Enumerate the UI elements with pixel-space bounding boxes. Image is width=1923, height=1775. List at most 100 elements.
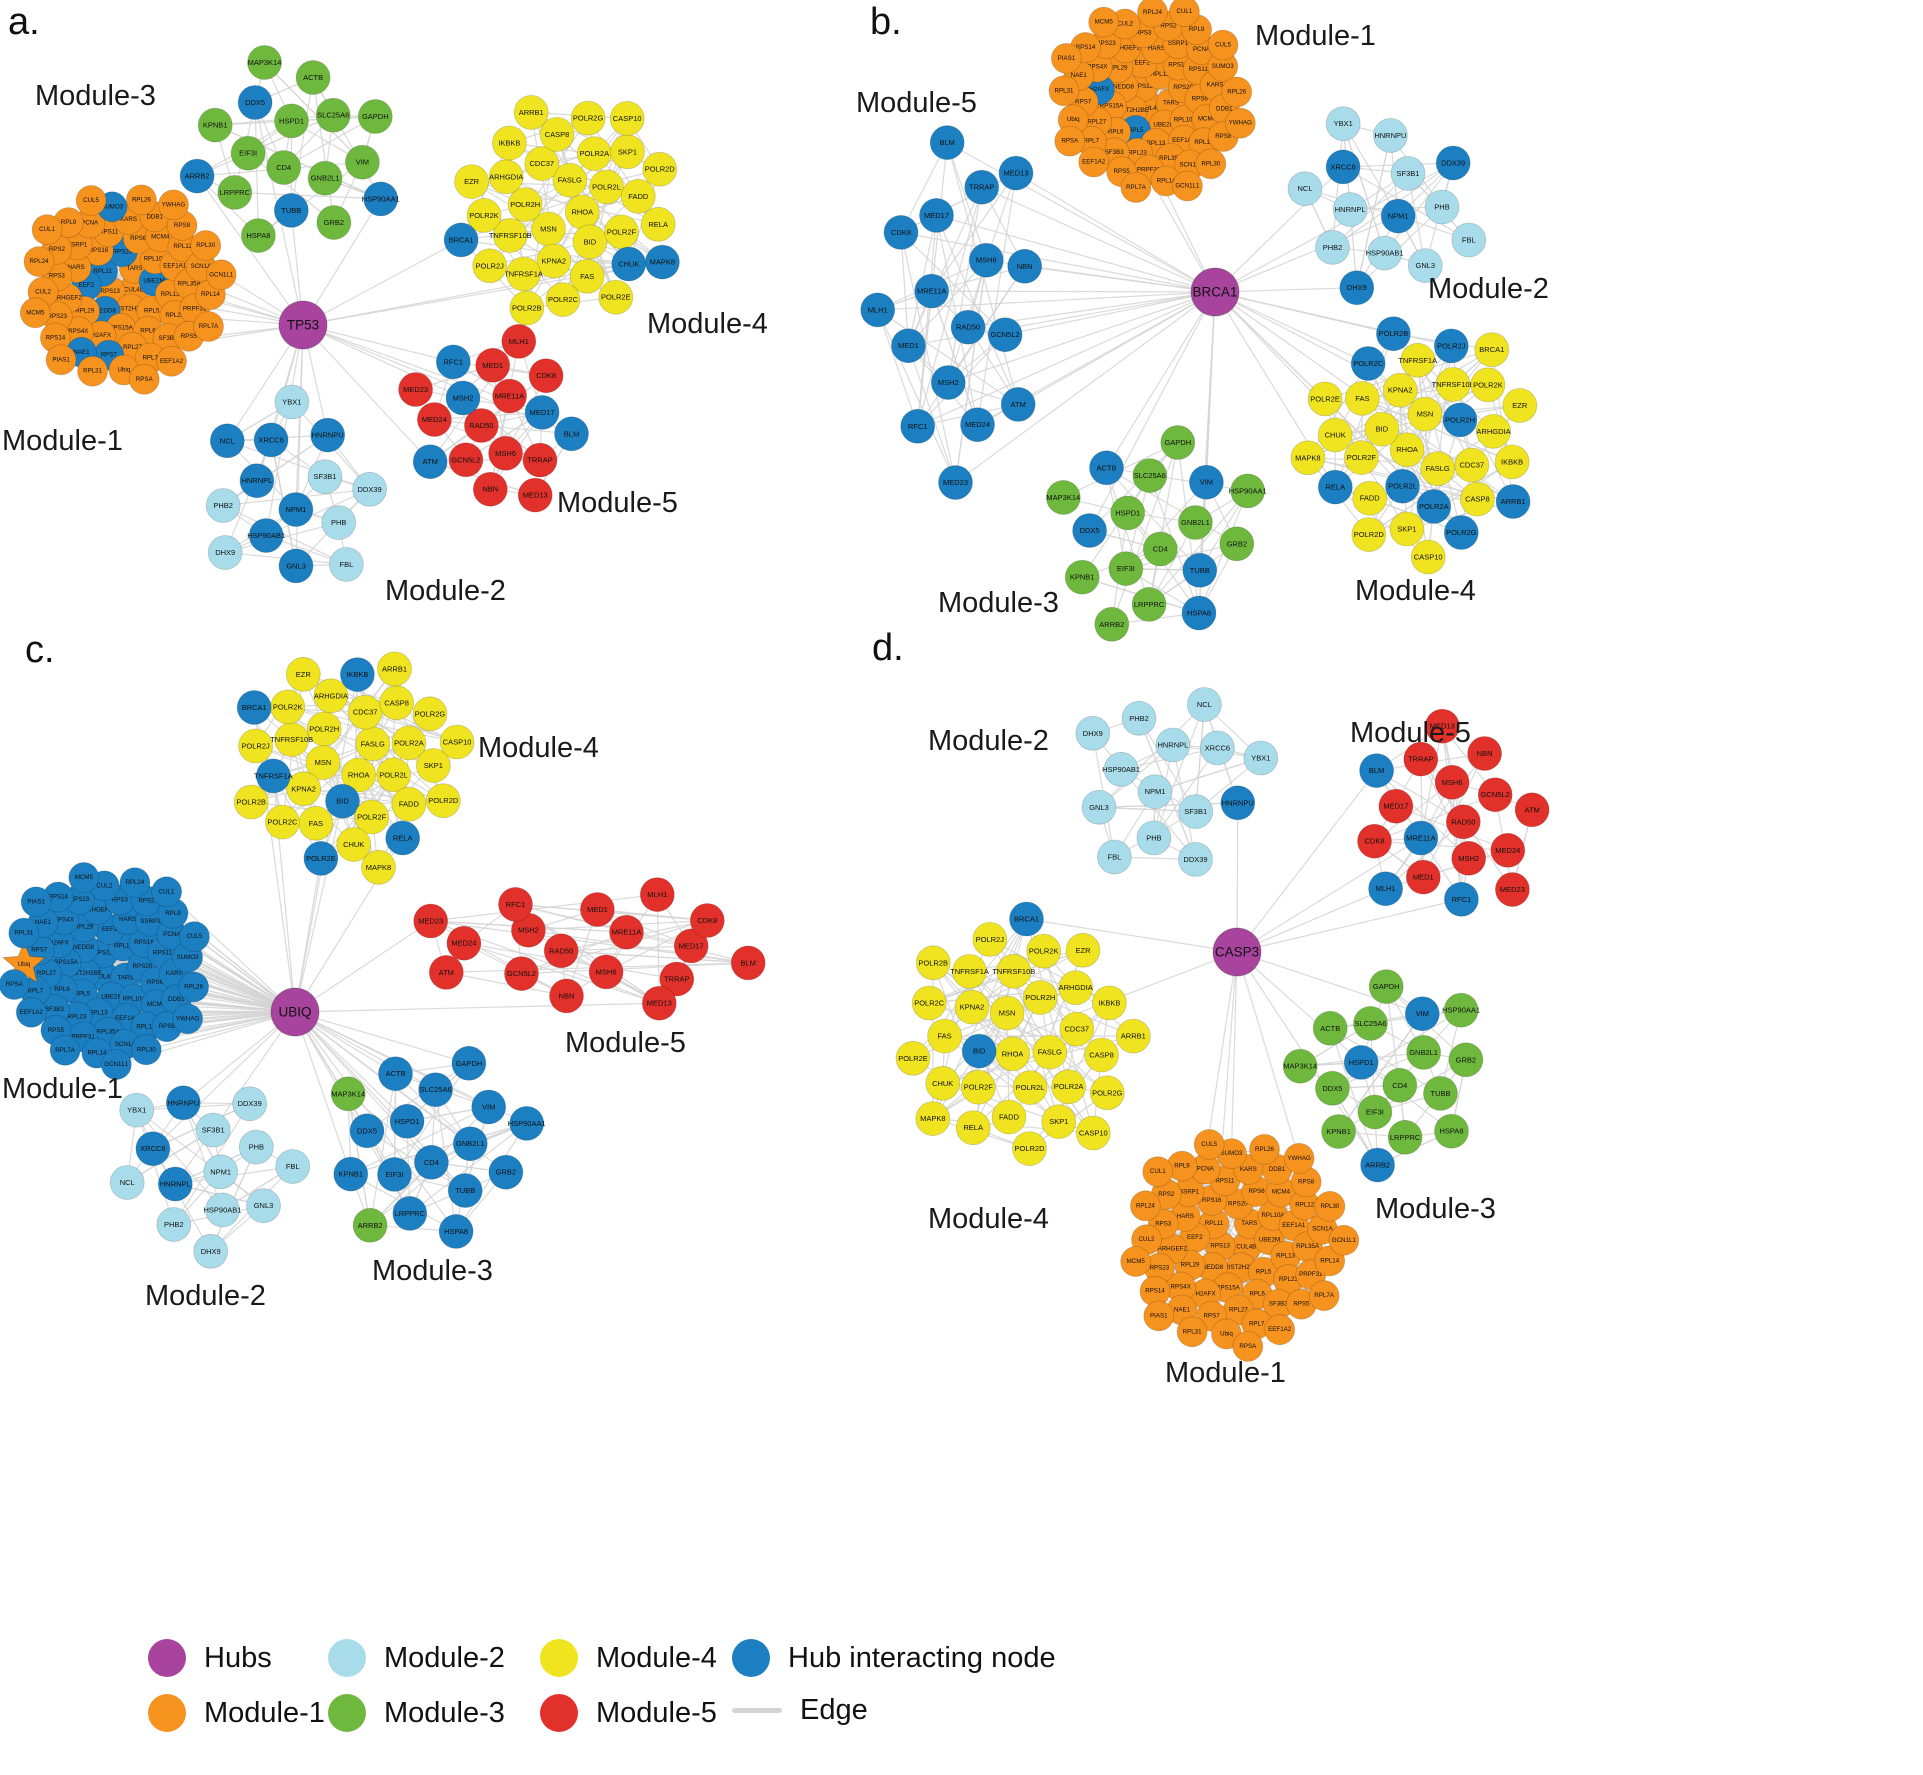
- node-casp8[interactable]: CASP8: [1460, 481, 1495, 517]
- node-sf3b1[interactable]: SF3B1: [195, 1112, 231, 1148]
- node-ddx5[interactable]: DDX5: [237, 85, 273, 120]
- node-trrap[interactable]: TRRAP: [964, 169, 1000, 205]
- node-phb2[interactable]: PHB2: [205, 488, 241, 523]
- node-grb2[interactable]: GRB2: [316, 205, 352, 240]
- node-arrb2[interactable]: ARRB2: [352, 1207, 388, 1243]
- node-polr2j[interactable]: POLR2J: [1433, 328, 1469, 364]
- node-rpl31[interactable]: RPL31: [1176, 1316, 1208, 1348]
- node-ddx5[interactable]: DDX5: [349, 1113, 385, 1149]
- node-arrb1[interactable]: ARRB1: [513, 95, 549, 130]
- node-cdc37[interactable]: CDC37: [1454, 447, 1490, 483]
- node-vim[interactable]: VIM: [1189, 464, 1224, 500]
- node-polr2a[interactable]: POLR2A: [1051, 1069, 1086, 1105]
- node-rpl24[interactable]: RPL24: [1137, 0, 1168, 28]
- node-mre11a[interactable]: MRE11A: [1403, 820, 1439, 856]
- node-gcn1l1[interactable]: GCN1L1: [1328, 1224, 1360, 1256]
- node-hnrnpu[interactable]: HNRNPU: [310, 417, 346, 453]
- node-msh6[interactable]: MSH6: [1434, 764, 1470, 800]
- node-arrb1[interactable]: ARRB1: [1495, 484, 1531, 519]
- node-gcn1l1[interactable]: GCN1L1: [100, 1049, 132, 1080]
- node-med17[interactable]: MED17: [673, 928, 709, 964]
- node-gnb2l1[interactable]: GNB2L1: [307, 160, 343, 196]
- node-pias1[interactable]: PIAS1: [1143, 1300, 1175, 1332]
- node-phb[interactable]: PHB: [1136, 820, 1172, 856]
- node-med13[interactable]: MED13: [517, 477, 553, 513]
- node-dhx9[interactable]: DHX9: [1075, 715, 1111, 751]
- node-bid[interactable]: BID: [961, 1033, 997, 1069]
- node-rpl26[interactable]: RPL26: [178, 971, 210, 1003]
- node-vim[interactable]: VIM: [471, 1089, 507, 1125]
- node-arhgdia[interactable]: ARHGDIA: [1476, 413, 1511, 449]
- node-rad50[interactable]: RAD50: [1445, 804, 1481, 840]
- node-casp8[interactable]: CASP8: [1084, 1037, 1119, 1073]
- node-polr2j[interactable]: POLR2J: [472, 248, 508, 284]
- node-polr2c[interactable]: POLR2C: [911, 985, 947, 1021]
- node-mcm5[interactable]: MCM5: [19, 297, 51, 329]
- node-trrap[interactable]: TRRAP: [522, 442, 558, 478]
- node-ywhag[interactable]: YWHAG: [158, 189, 189, 221]
- node-ywhag[interactable]: YWHAG: [1224, 107, 1256, 139]
- node-blm[interactable]: BLM: [929, 125, 965, 161]
- node-tubb[interactable]: TUBB: [447, 1173, 483, 1208]
- node-gnb2l1[interactable]: GNB2L1: [1406, 1035, 1441, 1070]
- node-phb2[interactable]: PHB2: [1315, 229, 1350, 265]
- node-ezr[interactable]: EZR: [285, 656, 321, 692]
- node-ezr[interactable]: EZR: [454, 164, 490, 200]
- node-fbl[interactable]: FBL: [1097, 839, 1132, 875]
- node-rpl30[interactable]: RPL30: [1314, 1191, 1346, 1222]
- node-kpna2[interactable]: KPNA2: [536, 243, 572, 279]
- node-med17[interactable]: MED17: [1378, 788, 1414, 824]
- node-msh2[interactable]: MSH2: [930, 365, 966, 400]
- node-slc25a6[interactable]: SLC25A6: [1132, 458, 1168, 494]
- node-kpnb1[interactable]: KPNB1: [197, 107, 233, 143]
- node-polr2b[interactable]: POLR2B: [915, 945, 951, 981]
- node-fas[interactable]: FAS: [927, 1018, 962, 1054]
- node-gapdh[interactable]: GAPDH: [1160, 425, 1196, 460]
- node-rad50[interactable]: RAD50: [950, 309, 986, 345]
- node-kpna2[interactable]: KPNA2: [954, 989, 990, 1025]
- node-ddx5[interactable]: DDX5: [1072, 513, 1107, 548]
- hub-node-brca1[interactable]: BRCA1: [1190, 267, 1240, 317]
- node-med24[interactable]: MED24: [960, 407, 995, 443]
- node-pias1[interactable]: PIAS1: [1051, 43, 1082, 74]
- node-eif3i[interactable]: EIF3I: [230, 135, 266, 171]
- node-chuk[interactable]: CHUK: [611, 246, 647, 282]
- node-polr2j[interactable]: POLR2J: [238, 728, 274, 764]
- node-nbn[interactable]: NBN: [549, 978, 584, 1014]
- hub-node-casp3[interactable]: CASP3: [1212, 927, 1262, 977]
- node-hspa8[interactable]: HSPA8: [240, 218, 276, 254]
- node-hsp90aa1[interactable]: HSP90AA1: [1229, 473, 1267, 509]
- node-casp10[interactable]: CASP10: [1410, 539, 1446, 575]
- node-kpnb1[interactable]: KPNB1: [1064, 559, 1100, 595]
- node-ybx1[interactable]: YBX1: [274, 384, 310, 420]
- node-ikbkb[interactable]: IKBKB: [1092, 985, 1127, 1021]
- node-med24[interactable]: MED24: [416, 402, 452, 437]
- node-kpna2[interactable]: KPNA2: [1382, 372, 1418, 408]
- node-atm[interactable]: ATM: [428, 955, 464, 990]
- node-fadd[interactable]: FADD: [391, 786, 427, 822]
- node-cul5[interactable]: CUL5: [178, 921, 210, 952]
- node-pias1[interactable]: PIAS1: [45, 344, 77, 376]
- node-chuk[interactable]: CHUK: [336, 827, 372, 862]
- node-actb[interactable]: ACTB: [295, 60, 331, 95]
- node-rela[interactable]: RELA: [955, 1110, 991, 1146]
- node-atm[interactable]: ATM: [1514, 792, 1550, 828]
- node-xrcc6[interactable]: XRCC6: [135, 1131, 171, 1167]
- node-sf3b1[interactable]: SF3B1: [1390, 155, 1426, 191]
- node-gapdh[interactable]: GAPDH: [357, 99, 393, 134]
- node-map3k14[interactable]: MAP3K14: [1282, 1048, 1318, 1084]
- node-kpnb1[interactable]: KPNB1: [1321, 1114, 1356, 1149]
- node-cd4[interactable]: CD4: [413, 1144, 449, 1180]
- node-ybx1[interactable]: YBX1: [1325, 106, 1361, 142]
- node-brca1[interactable]: BRCA1: [1474, 332, 1510, 368]
- node-hspd1[interactable]: HSPD1: [389, 1103, 425, 1139]
- node-ddx39[interactable]: DDX39: [232, 1086, 268, 1122]
- node-npm1[interactable]: NPM1: [1380, 198, 1416, 234]
- node-rpl31[interactable]: RPL31: [8, 917, 40, 949]
- node-casp10[interactable]: CASP10: [439, 724, 475, 760]
- node-grb2[interactable]: GRB2: [1448, 1042, 1484, 1078]
- node-fas[interactable]: FAS: [298, 805, 334, 841]
- node-casp10[interactable]: CASP10: [609, 101, 645, 136]
- node-sf3b1[interactable]: SF3B1: [307, 459, 343, 495]
- node-ikbkb[interactable]: IKBKB: [1494, 444, 1530, 480]
